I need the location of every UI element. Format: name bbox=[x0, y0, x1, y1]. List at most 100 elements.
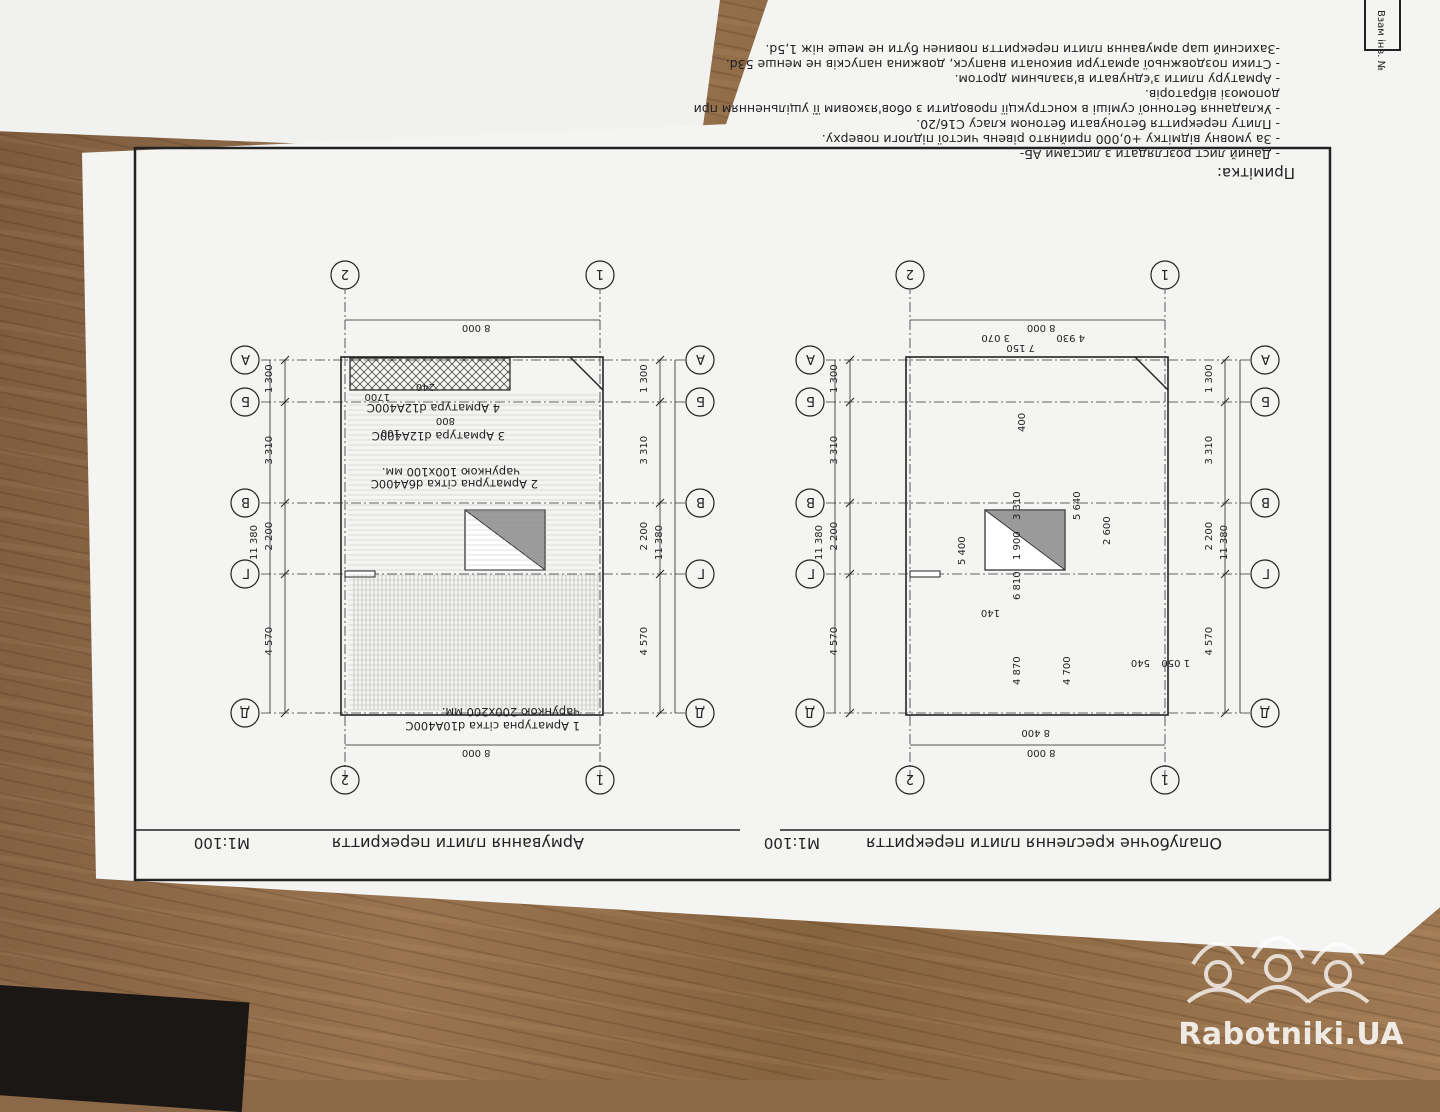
axis-bubble bbox=[230, 559, 260, 589]
dim-value: 1700 bbox=[365, 391, 390, 402]
dim-tick bbox=[280, 708, 290, 718]
dim-value: 2 200 bbox=[829, 522, 840, 551]
slab-outline bbox=[340, 356, 604, 716]
corner-chamfer bbox=[569, 356, 604, 391]
dim-tick bbox=[845, 569, 855, 579]
axis-bubble bbox=[230, 698, 260, 728]
left-scale: М1:100 bbox=[764, 834, 820, 852]
left-title: Опалубочне креслення плити перекриття bbox=[866, 834, 1222, 853]
dim-value: 4 570 bbox=[1204, 627, 1215, 656]
right-scale: М1:100 bbox=[194, 834, 250, 852]
dim-value: 1 300 bbox=[1204, 364, 1215, 393]
axis-bubble bbox=[895, 765, 925, 795]
rebar-label: 4 Арматура d12А400С bbox=[367, 401, 500, 415]
opening-stair bbox=[983, 509, 1066, 571]
axis-bubble bbox=[795, 698, 825, 728]
axis-number: 1 bbox=[1161, 266, 1169, 281]
axis-letter: Д bbox=[1260, 704, 1270, 719]
dim-tick bbox=[280, 355, 290, 365]
axis-letter: Д bbox=[695, 704, 705, 719]
axis-letter: Г bbox=[697, 565, 705, 580]
axis-bubble bbox=[1250, 387, 1280, 417]
axis-letter: А bbox=[241, 351, 250, 366]
dim-value: 4 570 bbox=[639, 627, 650, 656]
note-line: - Арматуру плити з'єднувати в'язальним д… bbox=[954, 72, 1280, 87]
note-line: - За умовну відмітку +0,000 прийнято рів… bbox=[822, 132, 1280, 147]
dim-value: 7 150 bbox=[1006, 342, 1035, 353]
dim-value: 4 930 bbox=[1056, 332, 1085, 343]
dim-tick bbox=[845, 498, 855, 508]
axis-bubble bbox=[230, 488, 260, 518]
axis-bubble bbox=[230, 345, 260, 375]
axis-letter: В bbox=[241, 494, 250, 509]
note-line: - Даний лист розглядати з листами АБ- bbox=[1020, 147, 1280, 162]
axis-bubble bbox=[685, 698, 715, 728]
axis-letter: Г bbox=[1262, 565, 1270, 580]
axis-number: 1 bbox=[1161, 771, 1169, 786]
axis-letter: Б bbox=[241, 393, 250, 408]
dim-tick bbox=[845, 355, 855, 365]
axis-number: 1 bbox=[596, 771, 604, 786]
axis-bubble bbox=[1250, 345, 1280, 375]
dim-width: 8 000 bbox=[1027, 322, 1056, 333]
axis-bubble bbox=[330, 260, 360, 290]
axis-bubble bbox=[1150, 260, 1180, 290]
axis-letter: А bbox=[806, 351, 815, 366]
dim-value: 3 070 bbox=[981, 332, 1010, 343]
dim-tick bbox=[655, 397, 665, 407]
axis-letter: Б bbox=[806, 393, 815, 408]
dim-tick bbox=[1220, 498, 1230, 508]
slot bbox=[909, 570, 941, 578]
dim-value: 2 200 bbox=[1204, 522, 1215, 551]
dim-value: 2 600 bbox=[1102, 516, 1113, 545]
axis-letter: Г bbox=[807, 565, 815, 580]
dim-tick bbox=[655, 498, 665, 508]
rebar-label: чарункою 200х200 мм. bbox=[442, 705, 580, 719]
axis-bubble bbox=[795, 488, 825, 518]
axis-bubble bbox=[230, 387, 260, 417]
axis-letter: Б bbox=[696, 393, 705, 408]
dim-width: 8 000 bbox=[462, 322, 491, 333]
dim-tick bbox=[845, 397, 855, 407]
corner-chamfer bbox=[1134, 356, 1169, 391]
dim-value: 6 810 bbox=[1012, 571, 1023, 600]
rebar-label: 1 Арматурна сітка d10А400С bbox=[405, 719, 580, 733]
note-line: допомозі вібраторів. bbox=[1145, 87, 1280, 102]
note-line: -Захисний шар армування плити перекриття… bbox=[765, 42, 1280, 57]
dim-tick bbox=[280, 569, 290, 579]
axis-bubble bbox=[1150, 765, 1180, 795]
edge-band bbox=[349, 357, 511, 391]
axis-bubble bbox=[685, 559, 715, 589]
axis-bubble bbox=[1250, 698, 1280, 728]
dim-value: 2 200 bbox=[264, 522, 275, 551]
dim-value: 1 300 bbox=[829, 364, 840, 393]
axis-bubble bbox=[1250, 488, 1280, 518]
dim-value: 1 300 bbox=[639, 364, 650, 393]
axis-number: 1 bbox=[596, 266, 604, 281]
dim-tick bbox=[655, 355, 665, 365]
dim-tick bbox=[1220, 355, 1230, 365]
axis-bubble bbox=[685, 345, 715, 375]
slab-outline bbox=[905, 356, 1169, 716]
dim-value: 4 570 bbox=[829, 627, 840, 656]
dim-value: 540 bbox=[1131, 657, 1150, 668]
axis-number: 2 bbox=[906, 266, 914, 281]
note-line: - Укладання бетонної суміші в конструкці… bbox=[694, 102, 1280, 117]
slot bbox=[344, 570, 376, 578]
dim-width: 8 000 bbox=[462, 747, 491, 758]
axis-letter: В bbox=[806, 494, 815, 509]
axis-letter: Д bbox=[240, 704, 250, 719]
dim-value: 240 bbox=[416, 381, 435, 392]
dim-value: 800 bbox=[436, 415, 455, 426]
dim-value: 2 200 bbox=[639, 522, 650, 551]
axis-bubble bbox=[585, 260, 615, 290]
rebar-label: 2 Арматурна сітка d6А400С bbox=[371, 477, 538, 491]
dim-tick bbox=[280, 498, 290, 508]
axis-letter: А bbox=[696, 351, 705, 366]
dim-tick bbox=[280, 397, 290, 407]
rebar-label: чарункою 100х100 мм. bbox=[382, 465, 520, 479]
note-line: - Стики поздовжньої арматури виконати вн… bbox=[726, 57, 1280, 72]
dim-tick bbox=[1220, 569, 1230, 579]
